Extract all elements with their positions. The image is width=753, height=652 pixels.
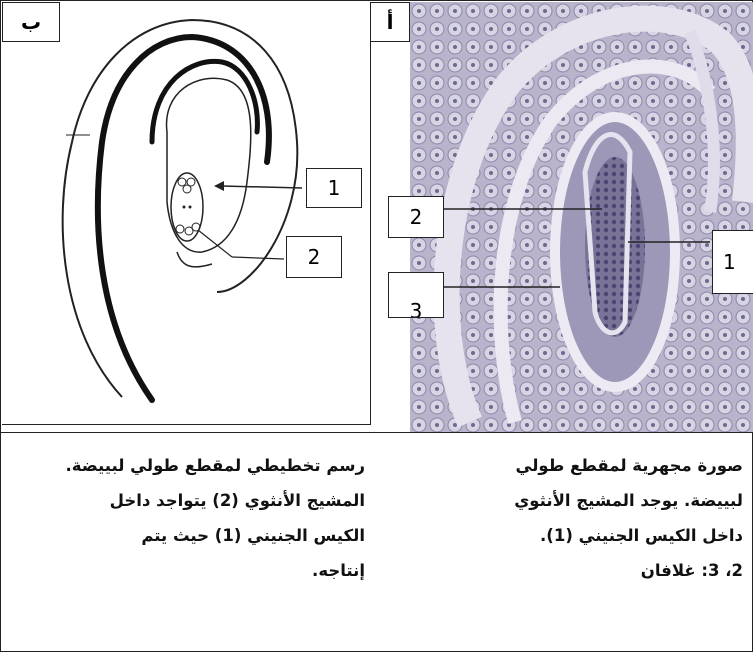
micrograph-photo [410, 2, 753, 432]
caption-right-line-1: صورة مجهرية لمقطع طولي [413, 448, 743, 483]
caption-right-line-2: لبييضة. يوجد المشيج الأنثوي [413, 483, 743, 518]
funiculus [177, 252, 212, 267]
nucellus-thick [152, 61, 257, 142]
label-a1: 1 [723, 250, 736, 274]
label-a2: 2 [410, 205, 423, 229]
label-box-b2: 2 [286, 236, 342, 278]
caption-right: صورة مجهرية لمقطع طولي لبييضة. يوجد المش… [413, 448, 743, 588]
pointer-2a [232, 257, 284, 259]
label-a3: 3 [410, 299, 423, 318]
caption-left-line-3: الكيس الجنيني (1) حيث يتم [25, 518, 365, 553]
caption-left-line-1: رسم تخطيطي لمقطع طولي لبييضة. [25, 448, 365, 483]
panel-tag-a: أ [370, 2, 410, 42]
label-box-a2: 2 [388, 196, 444, 238]
caption-left: رسم تخطيطي لمقطع طولي لبييضة. المشيج الأ… [25, 448, 365, 588]
pointer-2b [198, 230, 232, 257]
caption-left-line-4: إنتاجه. [25, 553, 365, 588]
label-box-a3: 3 [388, 272, 444, 318]
panel-tag-b-text: ب [21, 10, 41, 34]
caption-right-line-3: داخل الكيس الجنيني (1). [413, 518, 743, 553]
panel-tag-a-text: أ [387, 10, 394, 34]
caption-right-line-4: 2، 3: غلافان [413, 553, 743, 588]
label-b2: 2 [308, 245, 321, 269]
arrowhead-1 [214, 181, 224, 191]
label-box-b1: 1 [306, 168, 362, 208]
polar-nucleus [189, 206, 192, 209]
micrograph-svg [410, 2, 753, 432]
row-divider [1, 432, 752, 433]
label-box-a1: 1 [712, 230, 753, 294]
pointer-1 [222, 186, 302, 188]
schematic-panel [2, 2, 371, 425]
label-b1: 1 [328, 176, 341, 200]
panel-tag-b: ب [2, 2, 60, 42]
caption-left-line-2: المشيج الأنثوي (2) يتواجد داخل [25, 483, 365, 518]
ovule-schematic [2, 2, 370, 424]
polar-nucleus [183, 206, 186, 209]
